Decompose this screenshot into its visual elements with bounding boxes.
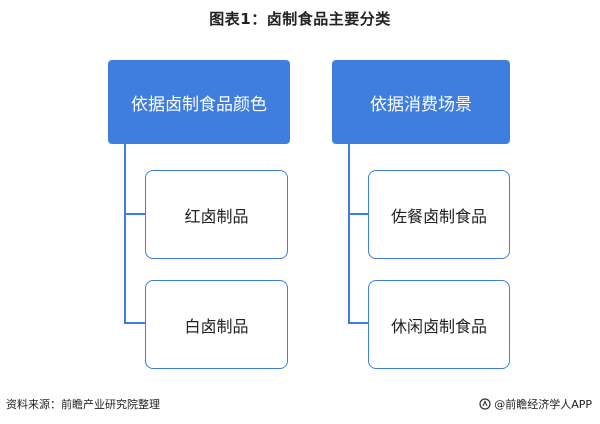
item-box-white-braised: 白卤制品 bbox=[145, 280, 288, 369]
connector-vertical-right bbox=[348, 144, 350, 323]
connector-branch-left-1 bbox=[124, 213, 145, 215]
category-box-color: 依据卤制食品颜色 bbox=[108, 60, 290, 144]
item-box-snack-braised: 休闲卤制食品 bbox=[368, 280, 510, 369]
brand-attribution: @前瞻经济学人APP bbox=[479, 396, 592, 412]
item-box-red-braised: 红卤制品 bbox=[145, 170, 288, 259]
connector-branch-right-1 bbox=[348, 213, 368, 215]
brand-text: @前瞻经济学人APP bbox=[494, 398, 592, 411]
item-box-meal-braised: 佐餐卤制食品 bbox=[368, 170, 510, 259]
chart-title: 图表1：卤制食品主要分类 bbox=[209, 10, 391, 28]
connector-branch-right-2 bbox=[348, 322, 368, 324]
connector-vertical-left bbox=[124, 144, 126, 323]
source-note: 资料来源：前瞻产业研究院整理 bbox=[6, 398, 160, 411]
connector-branch-left-2 bbox=[124, 322, 145, 324]
brand-logo-icon bbox=[479, 398, 491, 410]
category-box-scene: 依据消费场景 bbox=[332, 60, 510, 144]
